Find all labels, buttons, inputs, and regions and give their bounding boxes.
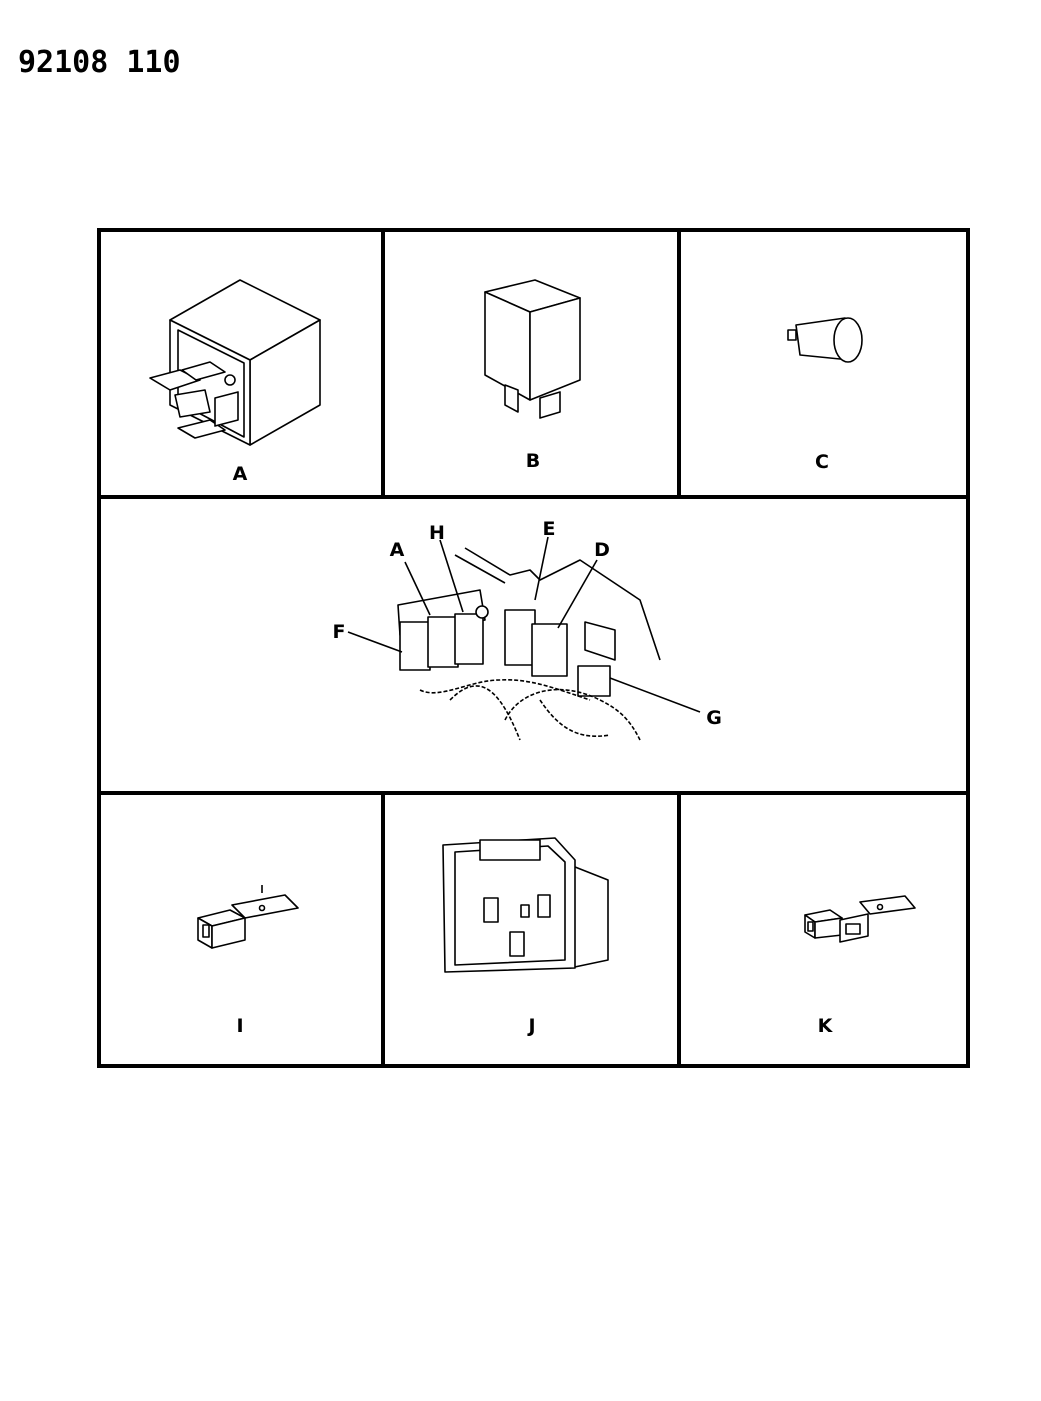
callout-g: G	[706, 707, 722, 729]
relay-socket-j-illustration	[442, 837, 609, 973]
callout-e: E	[543, 518, 556, 540]
relay-a-illustration	[149, 279, 321, 446]
panel-j-label: J	[526, 1015, 535, 1037]
callout-a: A	[390, 539, 405, 561]
panel-a-label: A	[233, 463, 248, 485]
panel-c-label: C	[815, 451, 829, 473]
panel-k-label: K	[818, 1015, 834, 1037]
panel-i-label: I	[236, 1015, 243, 1037]
callout-d: D	[594, 539, 610, 561]
relay-bank-location-illustration	[347, 536, 701, 741]
connector-k-illustration	[804, 895, 916, 943]
callout-f: F	[333, 621, 346, 643]
connector-i-illustration	[197, 885, 299, 949]
callout-h: H	[429, 522, 445, 544]
panel-b-label: B	[526, 450, 540, 472]
drawing-number: 92108 110	[18, 45, 181, 80]
diagram-frame	[97, 228, 970, 1068]
flasher-c-illustration	[787, 317, 863, 363]
relay-b-illustration	[484, 279, 581, 419]
